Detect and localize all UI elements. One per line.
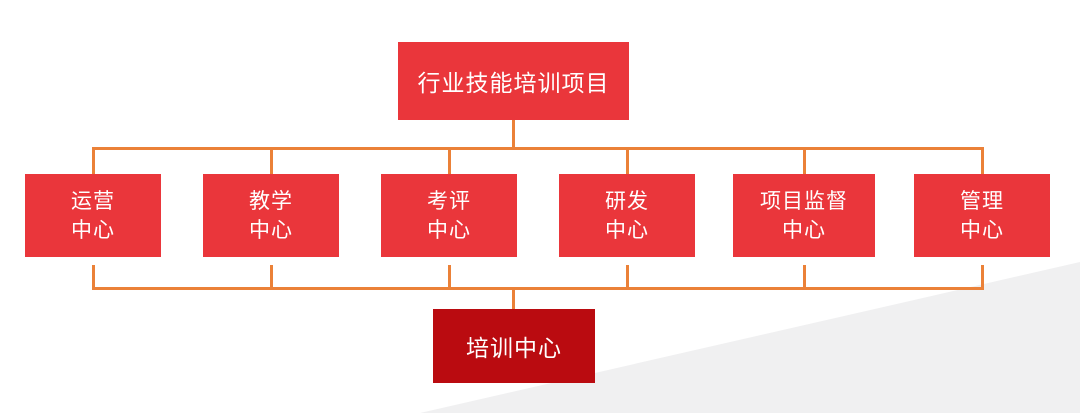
node-label-line1: 项目监督: [760, 189, 848, 213]
node-label-line2: 中心: [605, 218, 649, 242]
node-industry-skills-training-project: 行业技能培训项目: [398, 42, 629, 120]
connector-drop-6: [981, 150, 984, 174]
connector-riser-4: [626, 265, 629, 287]
node-label-line2: 中心: [960, 218, 1004, 242]
connector-root-stem: [512, 120, 515, 150]
node-research-development-center: 研发 中心: [559, 174, 695, 257]
connector-drop-1: [92, 150, 95, 174]
node-label-line2: 中心: [782, 218, 826, 242]
connector-riser-2: [270, 265, 273, 287]
node-operations-center: 运营 中心: [25, 174, 161, 257]
node-training-center: 培训中心: [433, 309, 595, 383]
node-assessment-center: 考评 中心: [381, 174, 517, 257]
node-label: 培训中心: [466, 335, 562, 361]
connector-drop-5: [803, 150, 806, 174]
node-label-line1: 研发: [605, 189, 649, 213]
connector-riser-5: [803, 265, 806, 287]
node-label-line2: 中心: [71, 218, 115, 242]
node-management-center: 管理 中心: [914, 174, 1050, 257]
node-label: 行业技能培训项目: [417, 70, 610, 96]
connector-drop-3: [448, 150, 451, 174]
connector-bottom-stem: [512, 290, 515, 309]
connector-drop-2: [270, 150, 273, 174]
connector-riser-6: [981, 265, 984, 287]
connector-bottom-bus: [92, 287, 984, 290]
connector-riser-1: [92, 265, 95, 287]
node-label-line1: 教学: [249, 189, 293, 213]
node-label-line2: 中心: [249, 218, 293, 242]
node-teaching-center: 教学 中心: [203, 174, 339, 257]
connector-drop-4: [626, 150, 629, 174]
node-project-supervision-center: 项目监督 中心: [733, 174, 875, 257]
connector-top-bus: [92, 147, 984, 150]
connector-riser-3: [448, 265, 451, 287]
node-label-line2: 中心: [427, 218, 471, 242]
node-label-line1: 管理: [960, 189, 1004, 213]
node-label-line1: 运营: [71, 189, 115, 213]
node-label-line1: 考评: [427, 189, 471, 213]
